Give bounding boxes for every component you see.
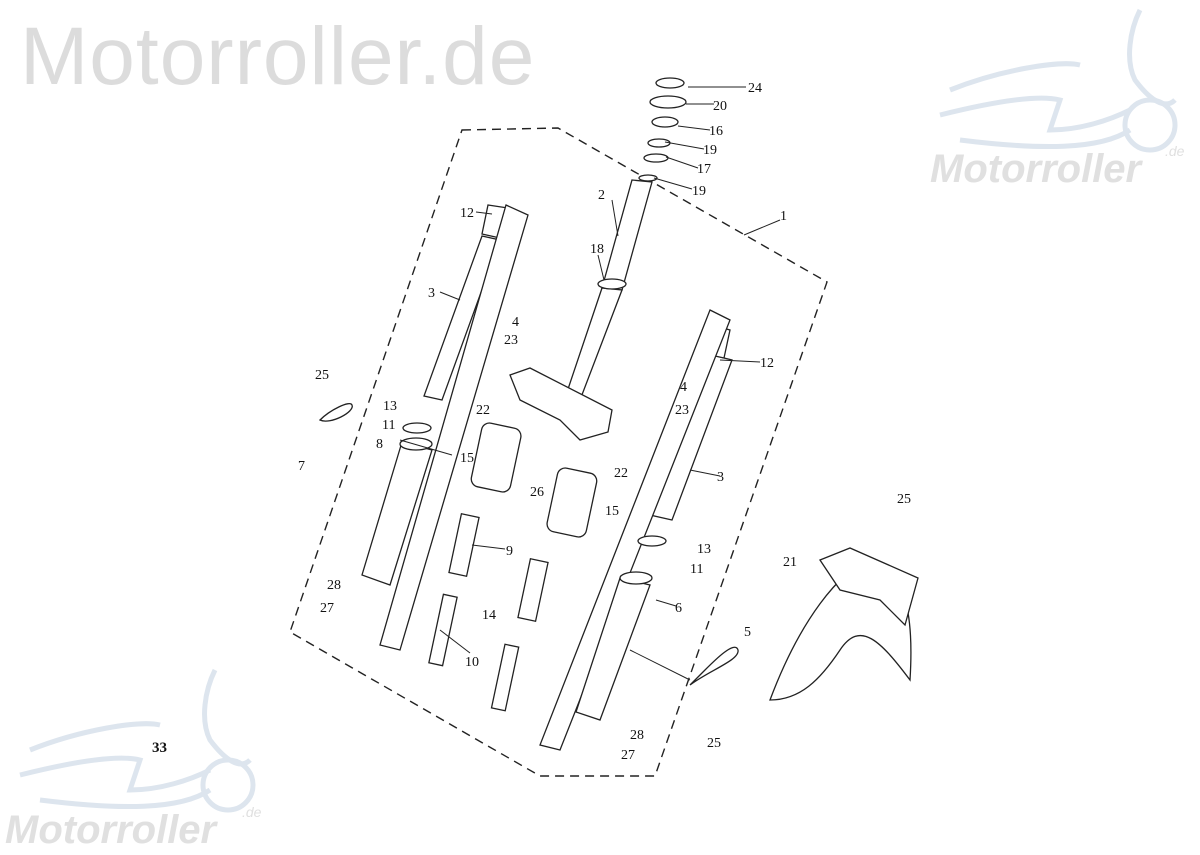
watermark-logo-suffix-bottom-left: .de bbox=[242, 804, 262, 820]
steering-stem-lower bbox=[564, 287, 623, 401]
callout-label: 27 bbox=[320, 601, 334, 616]
callout-label: 2 bbox=[598, 188, 605, 203]
stem-ring bbox=[597, 278, 627, 290]
callout-label: 13 bbox=[697, 542, 711, 557]
callout-label: 24 bbox=[748, 81, 762, 96]
callout-label: 19 bbox=[703, 143, 717, 158]
callout-label: 14 bbox=[482, 608, 496, 623]
left-fork-cover bbox=[379, 204, 529, 651]
callout-label: 22 bbox=[476, 403, 490, 418]
right-dust-boot bbox=[546, 467, 598, 538]
watermark-logo-text-top-right: Motorroller bbox=[930, 147, 1144, 191]
callout-label: 11 bbox=[690, 562, 703, 577]
callout-label: 27 bbox=[621, 748, 635, 763]
callout-label: 28 bbox=[327, 578, 341, 593]
callout-label: 21 bbox=[783, 555, 797, 570]
callout-label: 8 bbox=[376, 437, 383, 452]
watermark-scooter-logo-bottom-left bbox=[19, 668, 256, 813]
callout-label: 13 bbox=[383, 399, 397, 414]
callout-label: 25 bbox=[315, 368, 329, 383]
left-dust-boot bbox=[470, 422, 522, 493]
page-number: 33 bbox=[152, 740, 167, 756]
callout-label: 3 bbox=[428, 286, 435, 301]
callout-label: 12 bbox=[760, 356, 774, 371]
callout-label: 23 bbox=[675, 403, 689, 418]
watermark-site-title: Motorroller.de bbox=[20, 11, 536, 102]
callout-label: 10 bbox=[465, 655, 479, 670]
callout-label: 18 bbox=[590, 242, 604, 257]
right-fork-cover bbox=[539, 309, 731, 751]
callout-label: 19 bbox=[692, 184, 706, 199]
watermark-logo-suffix-top-right: .de bbox=[1165, 143, 1185, 159]
left-inner-tube bbox=[423, 235, 501, 401]
callout-labels: 2420161917192112183423423122513118722152… bbox=[298, 81, 911, 763]
callout-label: 15 bbox=[605, 504, 619, 519]
triple-clamp bbox=[509, 367, 613, 441]
callout-label: 5 bbox=[744, 625, 751, 640]
callout-label: 6 bbox=[675, 601, 682, 616]
callout-label: 25 bbox=[897, 492, 911, 507]
callout-label: 12 bbox=[460, 206, 474, 221]
callout-label: 9 bbox=[506, 544, 513, 559]
callout-label: 22 bbox=[614, 466, 628, 481]
callout-label: 17 bbox=[697, 162, 711, 177]
callout-label: 3 bbox=[717, 470, 724, 485]
callout-label: 26 bbox=[530, 485, 544, 500]
watermark-scooter-logo-top-right bbox=[939, 8, 1178, 153]
callout-label: 16 bbox=[709, 124, 723, 139]
callout-label: 7 bbox=[298, 459, 305, 474]
assembly-boundary bbox=[289, 127, 828, 777]
callout-label: 4 bbox=[680, 380, 687, 395]
fender-bracket bbox=[819, 547, 919, 627]
callout-label: 4 bbox=[512, 315, 519, 330]
callout-label: 20 bbox=[713, 99, 727, 114]
callout-label: 15 bbox=[460, 451, 474, 466]
callout-label: 25 bbox=[707, 736, 721, 751]
callout-label: 1 bbox=[780, 209, 787, 224]
callout-label: 28 bbox=[630, 728, 644, 743]
callout-label: 11 bbox=[382, 418, 395, 433]
steering-stem bbox=[601, 179, 653, 291]
watermark-logo-text-bottom-left: Motorroller bbox=[5, 808, 219, 852]
callout-label: 23 bbox=[504, 333, 518, 348]
